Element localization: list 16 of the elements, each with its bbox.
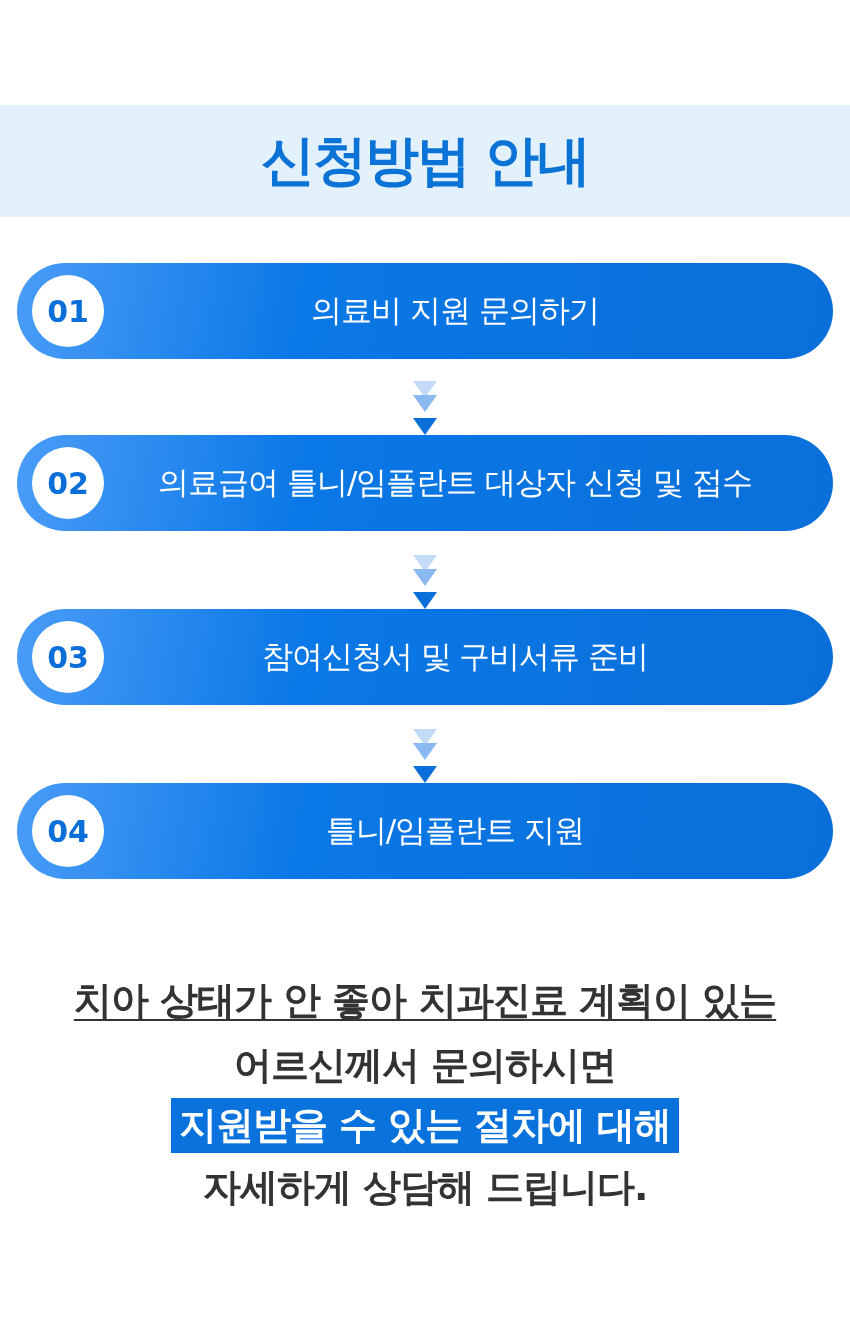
body-text: 자세하게 상담해 드립니다. [202,1164,648,1211]
down-arrow [413,729,437,783]
title: 신청방법 안내 [260,127,590,194]
step-number: 03 [32,621,104,693]
step-text: 틀니/임플란트 지원 [325,811,585,850]
down-arrow [413,381,437,435]
step-text: 의료급여 틀니/임플란트 대상자 신청 및 접수 [158,463,752,502]
body-text: 어르신께서 문의하시면 [233,1042,617,1089]
underlined-text: 치아 상태가 안 좋아 치과진료 계획이 있는 [73,977,777,1024]
step-text: 의료비 지원 문의하기 [311,291,599,330]
step-text: 참여신청서 및 구비서류 준비 [261,637,649,676]
step-number: 01 [32,275,104,347]
step-number: 04 [32,795,104,867]
highlighted-text: 지원받을 수 있는 절차에 대해 [170,1098,680,1153]
step-number: 02 [32,447,104,519]
down-arrow [413,555,437,609]
